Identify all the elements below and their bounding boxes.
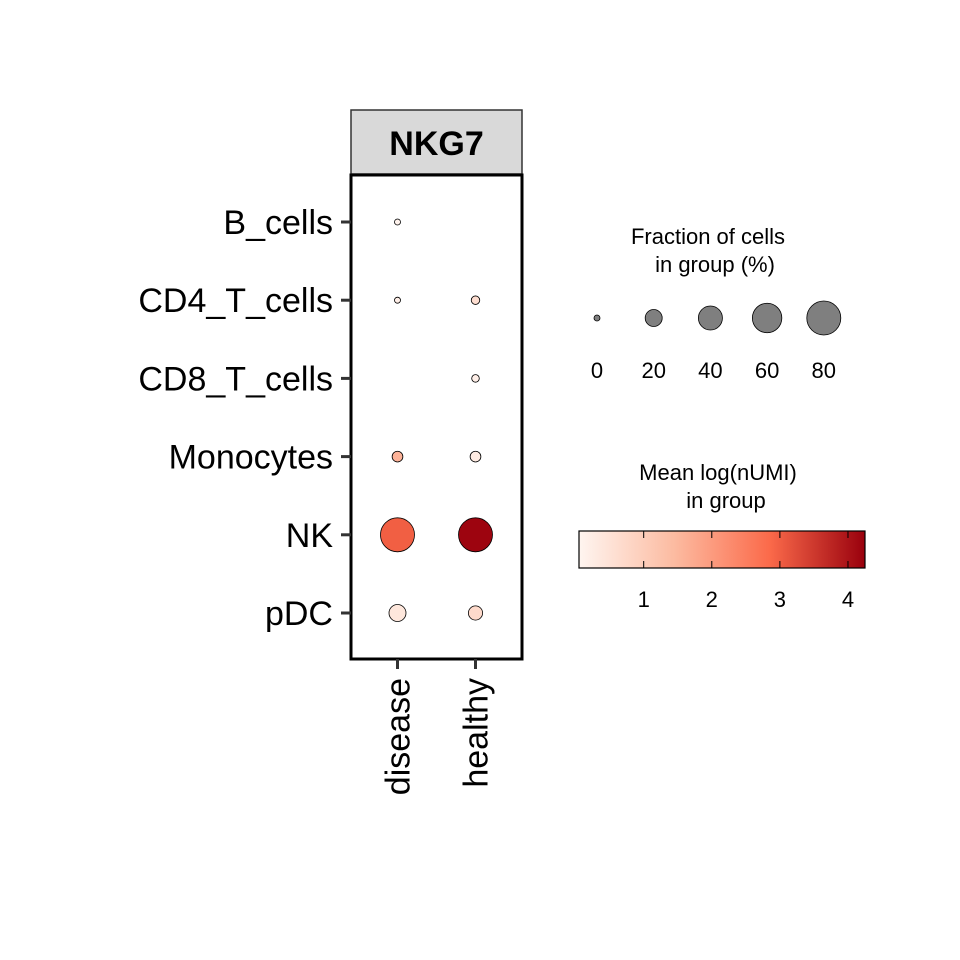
y-tick-label: Monocytes bbox=[169, 439, 333, 477]
y-axis: B_cellsCD4_T_cellsCD8_T_cellsMonocytesNK… bbox=[138, 204, 351, 633]
plot-panel bbox=[349, 173, 524, 661]
colorbar-label: 4 bbox=[842, 587, 854, 612]
size-legend-key bbox=[593, 314, 601, 322]
size-legend-label: 80 bbox=[812, 358, 836, 383]
y-tick-label: NK bbox=[286, 517, 334, 555]
size-legend-label: 40 bbox=[698, 358, 722, 383]
y-tick-label: pDC bbox=[265, 595, 333, 633]
dot bbox=[394, 218, 401, 226]
x-tick-label: disease bbox=[380, 678, 418, 795]
y-tick-label: CD4_T_cells bbox=[138, 282, 333, 320]
size-legend-key bbox=[751, 302, 783, 334]
color-legend: Mean log(nUMI) in group 1 2 3 4 bbox=[578, 460, 866, 612]
y-tick-label: CD8_T_cells bbox=[138, 360, 333, 398]
dot bbox=[388, 604, 407, 622]
dot-layer bbox=[380, 218, 493, 622]
size-legend-key bbox=[644, 309, 663, 327]
dot bbox=[458, 517, 493, 553]
facet-label: NKG7 bbox=[389, 125, 483, 163]
size-legend-title-line1: Fraction of cells bbox=[631, 224, 785, 249]
colorbar-label: 1 bbox=[638, 587, 650, 612]
size-legend-key bbox=[697, 305, 723, 331]
facet-strip bbox=[350, 109, 523, 175]
y-tick-label: B_cells bbox=[223, 204, 333, 242]
color-legend-title-line2: in group bbox=[686, 488, 766, 513]
dot bbox=[469, 450, 482, 463]
x-axis: disease healthy bbox=[380, 659, 496, 795]
dot bbox=[471, 374, 480, 383]
size-legend: Fraction of cells in group (%) 0 20 40 60 80 bbox=[591, 224, 842, 383]
x-tick-label: healthy bbox=[458, 678, 496, 788]
colorbar-label: 2 bbox=[706, 587, 718, 612]
size-legend-label: 0 bbox=[591, 358, 603, 383]
dot bbox=[470, 295, 481, 305]
dot bbox=[391, 450, 404, 463]
dot bbox=[467, 605, 484, 621]
size-legend-title-line2: in group (%) bbox=[655, 252, 775, 277]
size-legend-label: 20 bbox=[641, 358, 665, 383]
color-legend-title-line1: Mean log(nUMI) bbox=[639, 460, 797, 485]
dot bbox=[380, 517, 415, 553]
size-legend-key bbox=[806, 300, 842, 336]
colorbar bbox=[578, 530, 866, 569]
colorbar-label: 3 bbox=[774, 587, 786, 612]
size-legend-label: 60 bbox=[755, 358, 779, 383]
dot bbox=[394, 296, 401, 304]
